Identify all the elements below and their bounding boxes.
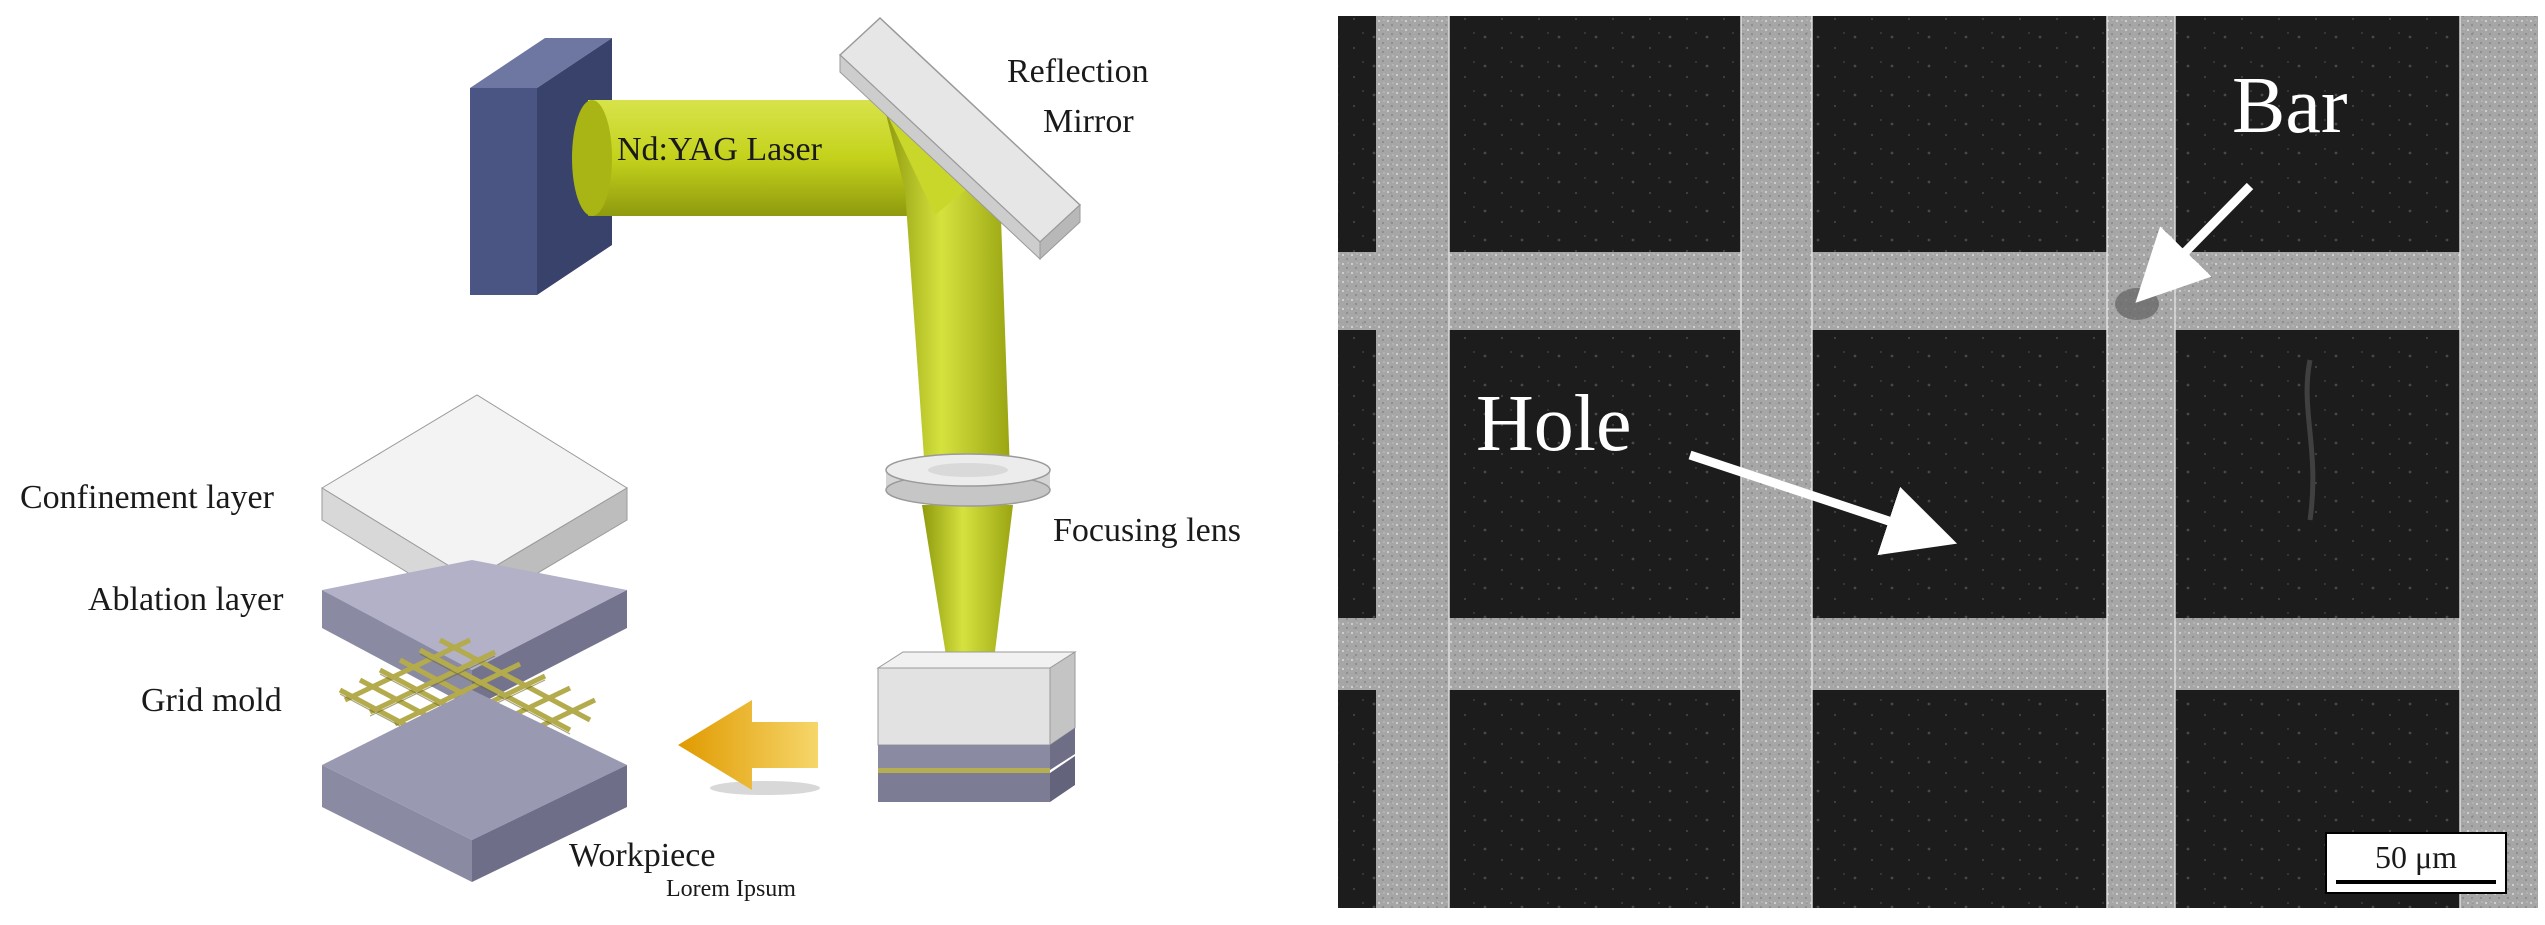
mirror-label-line2: Mirror [1043,103,1134,140]
workpiece-label: Workpiece [569,837,715,874]
confinement-layer-label: Confinement layer [20,479,275,516]
grid-mold-label: Grid mold [141,682,282,719]
laser-beam-focused [922,505,1013,674]
figure-caption: Lorem Ipsum [666,876,796,902]
sem-micrograph: Bar Hole 50 μm [1338,16,2538,908]
focusing-lens [885,453,1051,507]
laser-label: Nd:YAG Laser [617,131,823,168]
sem-bar-edges [1448,16,2461,908]
sem-defect [2115,288,2159,320]
laser-beam-horizontal [572,100,938,216]
laser-shock-schematic: Nd:YAG Laser Reflection Mirror Focusing … [20,16,1241,902]
sem-scratch [2304,359,2316,521]
bar-arrow [2135,182,2254,303]
ablation-layer-label: Ablation layer [88,581,284,618]
bar-label: Bar [2232,62,2348,150]
hole-label: Hole [1476,380,1632,468]
reflection-mirror [838,16,1082,261]
assembled-specimen-stack [876,651,1077,802]
mirror-label-line1: Reflection [1007,53,1149,90]
hole-arrow [1688,450,1958,556]
scale-bar: 50 μm [2325,832,2507,894]
focusing-lens-label: Focusing lens [1053,512,1241,549]
assembly-arrow-icon [678,700,820,795]
scale-bar-label: 50 μm [2375,839,2457,875]
workpiece-slab [322,690,627,882]
